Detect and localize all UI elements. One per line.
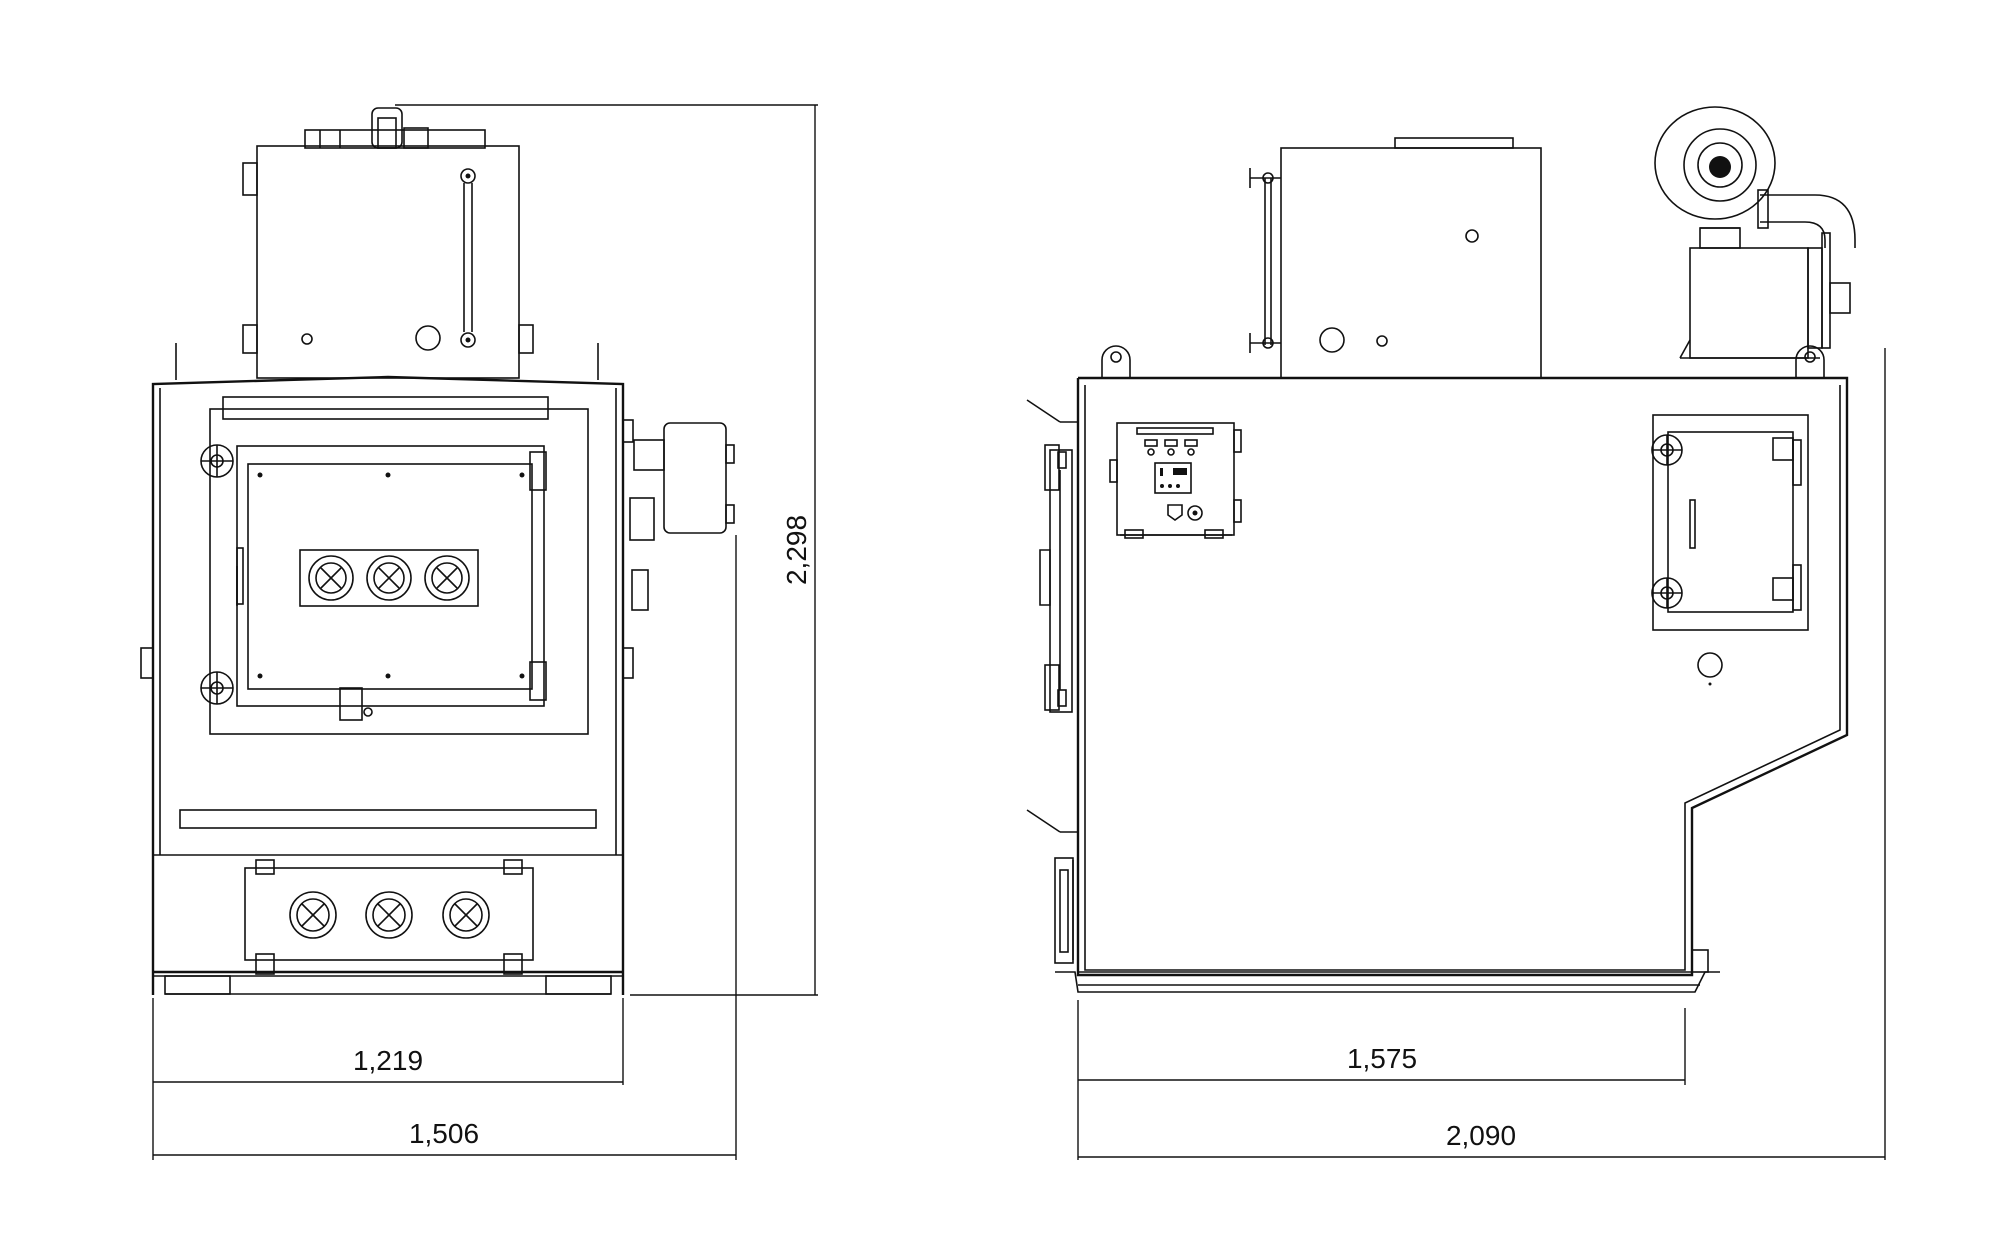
inspection-door [1651, 414, 1809, 686]
dim-side-body-depth: 1,575 [1347, 1043, 1417, 1074]
front-main-body [140, 375, 634, 995]
side-view [1026, 106, 1856, 993]
front-dimensions: 1,219 1,506 2,298 [152, 104, 818, 1160]
roof-fan-motor [304, 107, 486, 149]
handwheel-icon [200, 671, 234, 705]
side-main-body [1055, 345, 1849, 993]
dim-front-body-width: 1,219 [353, 1045, 423, 1076]
burner-port-icon [308, 555, 354, 601]
burner-port-icon [424, 555, 470, 601]
lower-bar [179, 809, 597, 829]
side-hopper [1249, 137, 1542, 379]
ash-port-icon [365, 891, 413, 939]
handwheel-icon [1651, 577, 1683, 609]
ash-port-icon [442, 891, 490, 939]
side-door-profile [1026, 399, 1078, 964]
exhaust-fan [1654, 106, 1856, 359]
side-dimensions: 1,575 2,090 [1077, 348, 1886, 1160]
upper-door [200, 396, 589, 735]
handwheel-icon [200, 444, 234, 478]
burner-port-icon [366, 555, 412, 601]
ash-port-icon [289, 891, 337, 939]
dim-side-overall-depth: 2,090 [1446, 1120, 1516, 1151]
dim-overall-height: 2,298 [781, 515, 812, 585]
ash-door [244, 859, 534, 975]
hopper-box [175, 145, 599, 380]
side-burner [629, 422, 735, 611]
dim-front-overall-width: 1,506 [409, 1118, 479, 1149]
control-panel [1109, 422, 1242, 539]
front-view [140, 107, 735, 995]
handwheel-icon [1651, 434, 1683, 466]
